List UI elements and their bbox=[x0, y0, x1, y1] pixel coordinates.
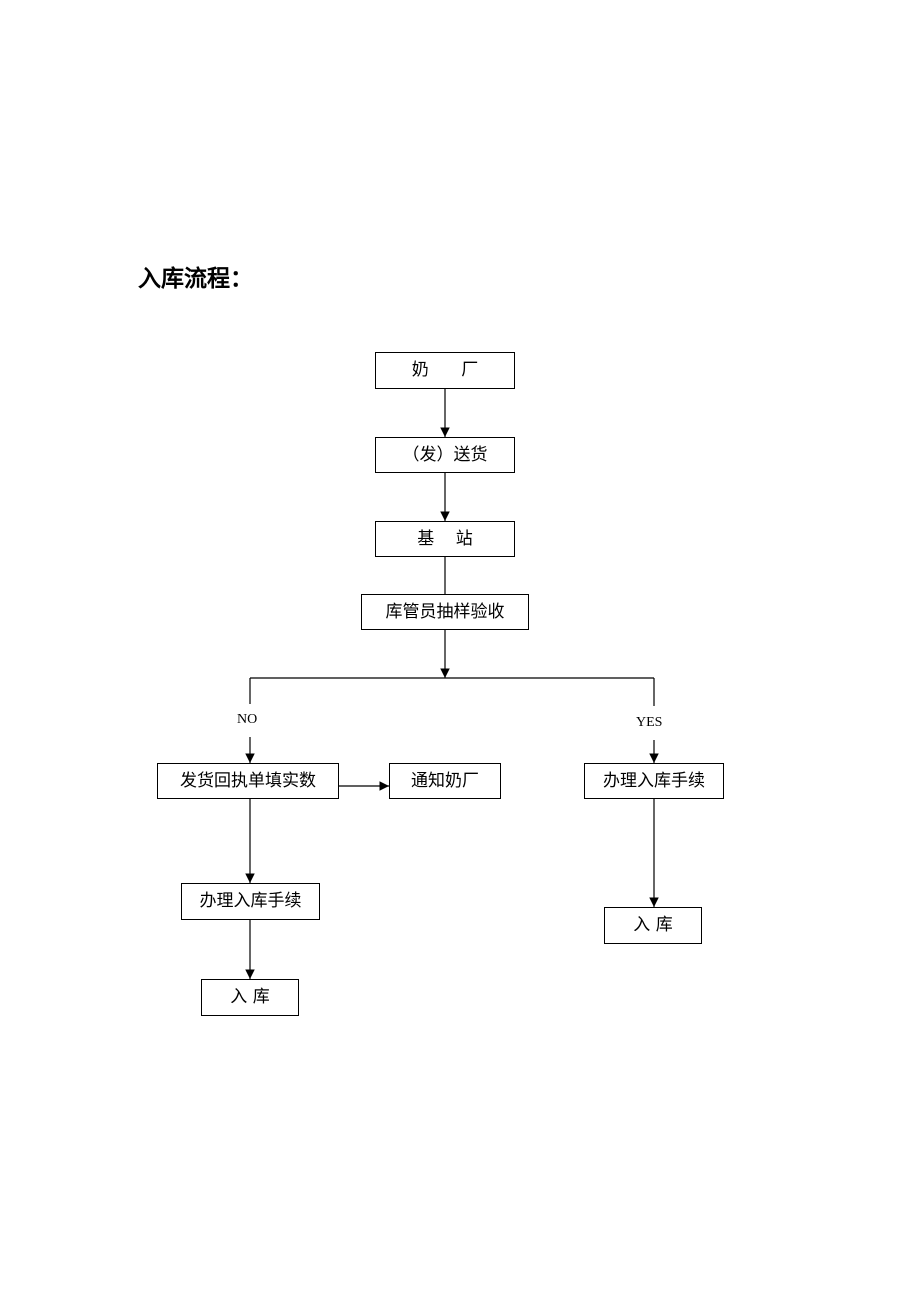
node-process-yes: 办理入库手续 bbox=[584, 763, 724, 799]
node-notify-factory: 通知奶厂 bbox=[389, 763, 501, 799]
page-title: 入库流程： bbox=[138, 266, 253, 292]
node-warehouse-no: 入 库 bbox=[201, 979, 299, 1016]
branch-label-no: NO bbox=[237, 712, 258, 727]
node-sampling-inspection: 库管员抽样验收 bbox=[361, 594, 529, 630]
node-ship-goods: （发）送货 bbox=[375, 437, 515, 473]
node-process-no: 办理入库手续 bbox=[181, 883, 320, 920]
branch-label-yes: YES bbox=[636, 715, 663, 730]
node-warehouse-yes: 入 库 bbox=[604, 907, 702, 944]
node-fill-receipt: 发货回执单填实数 bbox=[157, 763, 339, 799]
node-base-station: 基 站 bbox=[375, 521, 515, 557]
node-dairy-factory: 奶 厂 bbox=[375, 352, 515, 389]
